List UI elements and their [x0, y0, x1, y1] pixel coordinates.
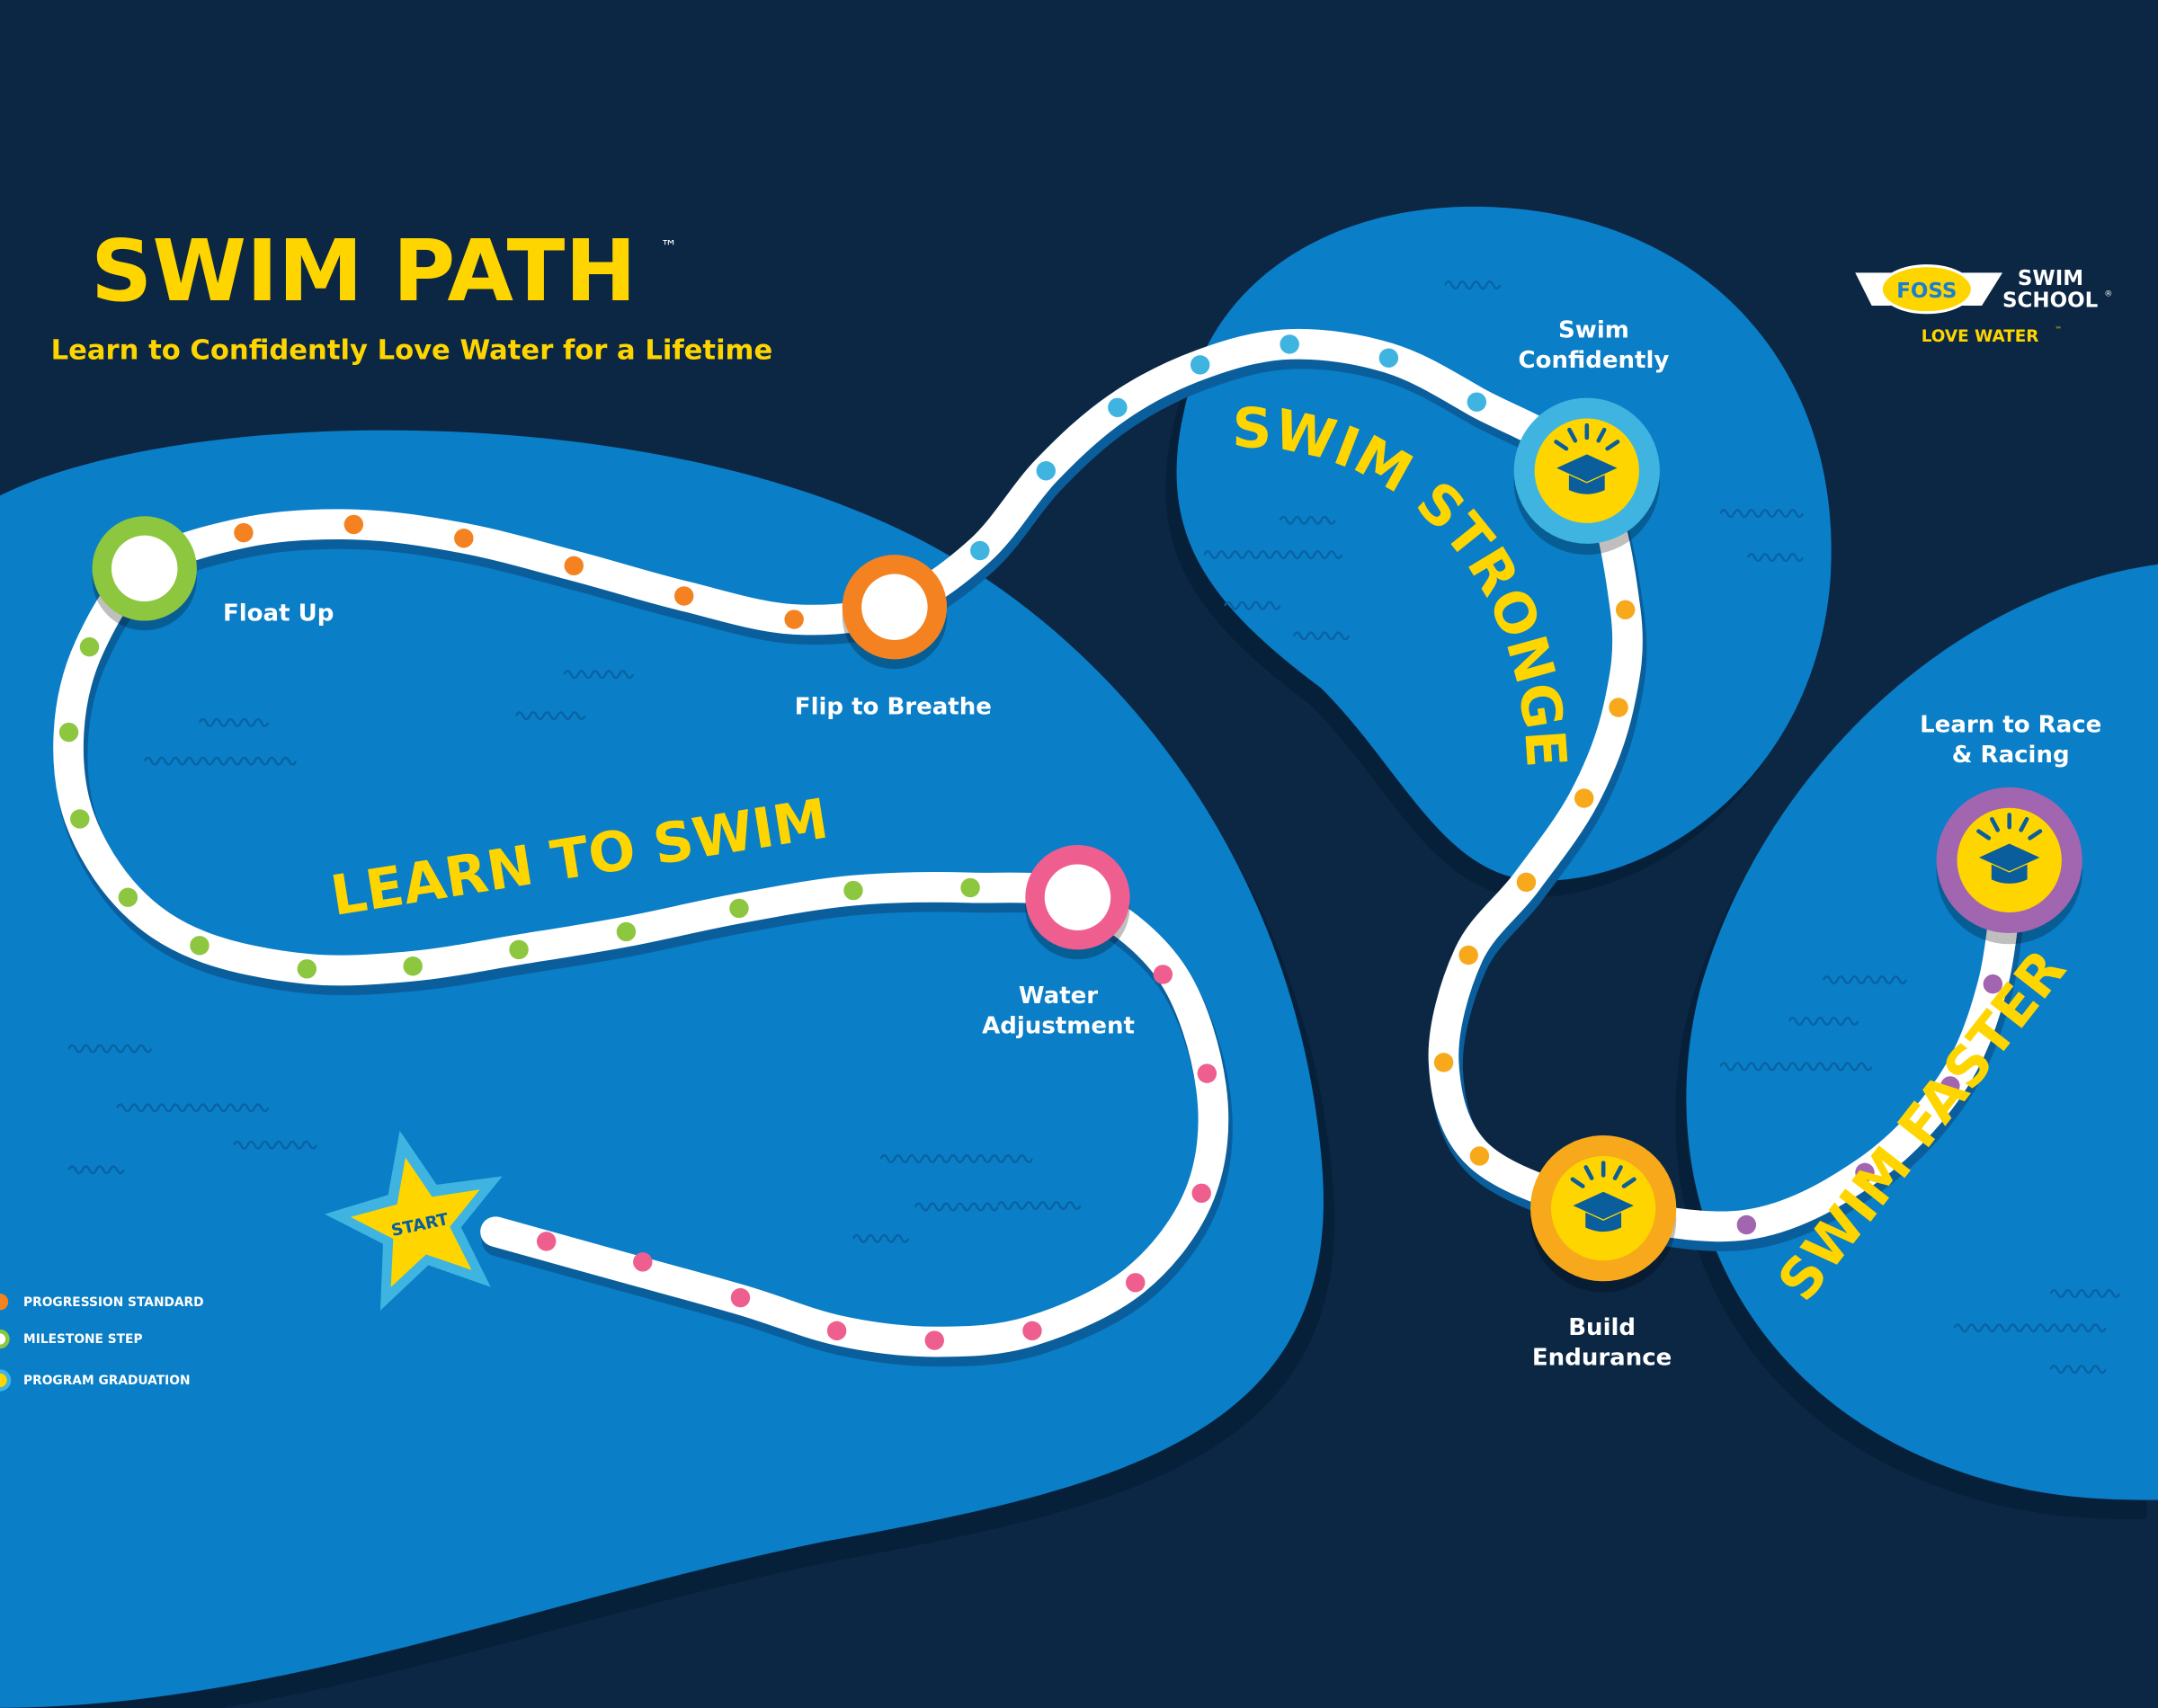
- progression-dot: [564, 556, 584, 576]
- milestone-float-up[interactable]: Float Up: [92, 516, 334, 631]
- trademark: ™: [661, 237, 677, 256]
- progression-dot: [616, 921, 637, 942]
- progression-dot: [190, 936, 210, 956]
- foss-logo: FOSS SWIM SCHOOL ® LOVE WATER ™: [1855, 264, 2112, 346]
- progression-dot: [1615, 600, 1636, 620]
- progression-dot: [1190, 355, 1210, 375]
- svg-text:®: ®: [2104, 289, 2112, 298]
- milestone-label: & Racing: [1952, 742, 2070, 769]
- progression-dot: [1108, 397, 1128, 418]
- progression-dot: [1191, 1183, 1211, 1204]
- page-title: SWIM PATH: [91, 222, 637, 321]
- progression-dot: [1574, 788, 1594, 808]
- progression-dot: [79, 636, 100, 657]
- legend-program-graduation: PROGRAM GRADUATION: [23, 1374, 191, 1388]
- progression-dot: [730, 1287, 751, 1308]
- progression-dot: [1153, 965, 1173, 984]
- progression-dot: [343, 514, 364, 535]
- water-blob-stronger: [1176, 206, 1832, 881]
- milestone-label: Float Up: [223, 600, 334, 627]
- progression-dot: [536, 1232, 557, 1251]
- graduation-cap-icon: [1554, 423, 1620, 494]
- page-subtitle: Learn to Confidently Love Water for a Li…: [51, 335, 773, 367]
- milestone-label: Learn to Race: [1920, 712, 2101, 739]
- svg-text:LOVE WATER: LOVE WATER: [1922, 327, 2039, 346]
- start-star[interactable]: START: [311, 1112, 524, 1318]
- progression-dot: [454, 529, 474, 548]
- progression-dot: [1467, 392, 1487, 412]
- progression-dot: [1940, 1076, 1960, 1096]
- progression-dot: [960, 877, 980, 898]
- progression-dot: [1197, 1063, 1217, 1083]
- progression-dot: [729, 898, 749, 919]
- svg-text:FOSS: FOSS: [1896, 280, 1957, 303]
- progression-dot: [234, 522, 254, 543]
- milestone-label: Adjustment: [982, 1013, 1135, 1040]
- progression-dot: [1736, 1214, 1757, 1235]
- graduation-cap-icon: [1570, 1161, 1636, 1232]
- svg-text:SWIM: SWIM: [2018, 267, 2083, 290]
- progression-dot: [1280, 334, 1299, 354]
- progression-dot: [674, 586, 694, 606]
- progression-dot: [297, 959, 317, 979]
- progression-dot: [509, 939, 529, 960]
- progression-dot: [1855, 1162, 1875, 1183]
- progression-dot: [70, 809, 90, 829]
- progression-dot: [633, 1252, 653, 1272]
- milestone-label: Swim: [1558, 316, 1629, 343]
- milestone-label: Confidently: [1519, 347, 1670, 374]
- progression-dot: [1378, 348, 1399, 368]
- milestone-label: Build: [1568, 1314, 1636, 1341]
- progression-dot: [924, 1330, 944, 1350]
- progression-dot: [970, 540, 990, 561]
- milestone-label: Endurance: [1532, 1345, 1672, 1372]
- water-blobs: [0, 206, 2158, 1708]
- water-blob-learn: [0, 430, 1324, 1708]
- progression-dot: [1022, 1321, 1042, 1341]
- progression-dot: [118, 887, 138, 907]
- legend-milestone-step: MILESTONE STEP: [23, 1332, 143, 1347]
- progression-dot: [58, 722, 79, 743]
- milestone-label: Flip to Breathe: [795, 694, 992, 721]
- progression-dot: [1609, 698, 1628, 717]
- progression-dot: [826, 1321, 847, 1341]
- milestone-flip-to-breathe[interactable]: Flip to Breathe: [795, 555, 992, 721]
- graduation-cap-icon: [1976, 813, 2043, 884]
- svg-text:™: ™: [2055, 325, 2062, 334]
- progression-dot: [1458, 945, 1478, 965]
- svg-text:SCHOOL: SCHOOL: [2002, 289, 2098, 313]
- progression-dot: [784, 609, 804, 629]
- progression-dot: [1469, 1146, 1490, 1166]
- progression-dot: [1516, 872, 1537, 893]
- legend: PROGRESSION STANDARD MILESTONE STEP PROG…: [0, 1294, 204, 1392]
- progression-dot: [403, 956, 423, 976]
- progression-dot: [1126, 1273, 1146, 1293]
- progression-dot: [1433, 1053, 1454, 1072]
- milestone-label: Water: [1019, 983, 1098, 1010]
- milestone-learn-to-race-racing[interactable]: Learn to Race & Racing: [1920, 712, 2101, 945]
- progression-dots: [58, 334, 2003, 1350]
- legend-progression-standard: PROGRESSION STANDARD: [23, 1295, 204, 1310]
- progression-dot: [843, 880, 863, 901]
- progression-dot: [1983, 974, 2003, 994]
- progression-dot: [1036, 461, 1056, 481]
- wave-decorations: [67, 280, 2121, 1374]
